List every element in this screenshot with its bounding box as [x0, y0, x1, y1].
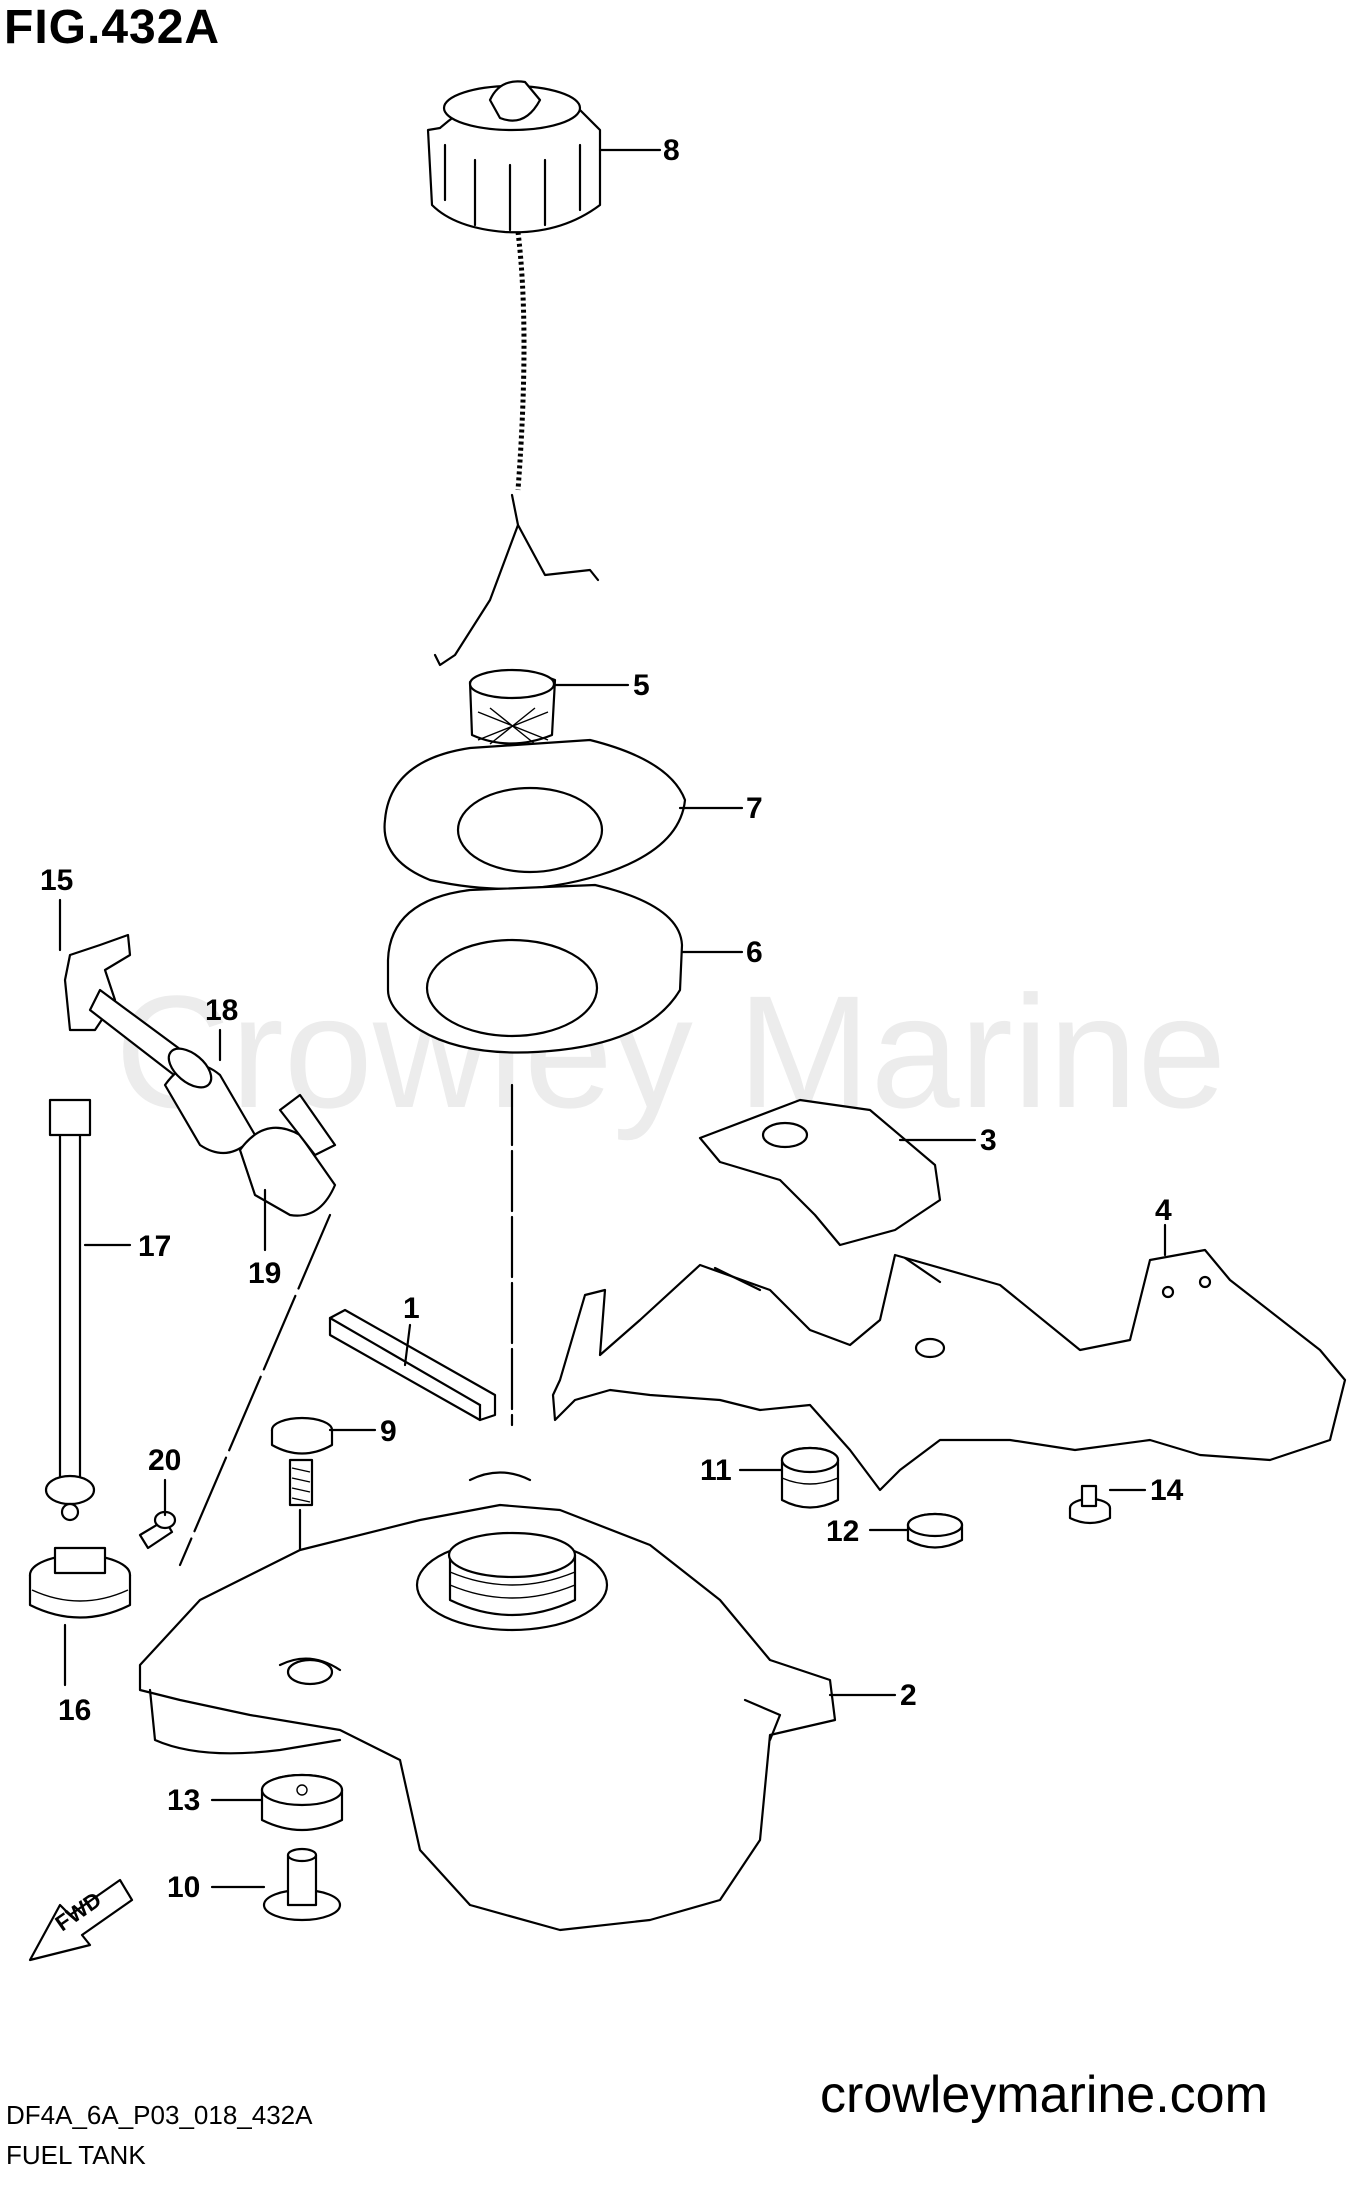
callout-3: 3: [980, 1124, 997, 1157]
callout-2: 2: [900, 1679, 917, 1712]
seal-6-part[interactable]: [386, 883, 684, 1054]
gasket-7-part[interactable]: [383, 738, 687, 890]
grommet-12-part[interactable]: [906, 1512, 964, 1549]
grommet-13-part[interactable]: [260, 1773, 344, 1832]
callout-7: 7: [746, 792, 763, 825]
strainer-part[interactable]: [468, 668, 557, 745]
callout-15: 15: [40, 864, 73, 897]
leader-hose: [178, 1213, 332, 1567]
callout-4: 4: [1155, 1194, 1172, 1227]
bracket-4-part[interactable]: [551, 1248, 1347, 1492]
bolt-9-part[interactable]: [270, 1416, 334, 1507]
bracket-3-part[interactable]: [698, 1098, 942, 1247]
callout-labels: 8 5 7 6 3 4 1 9 11 12 2 14 13 10 15 18 1…: [40, 134, 1184, 1904]
figure-title: FIG.432A: [4, 1, 221, 54]
hose-18-part[interactable]: [162, 1041, 257, 1155]
callout-6: 6: [746, 936, 763, 969]
callout-20: 20: [148, 1444, 181, 1477]
grommet-11-part[interactable]: [780, 1446, 840, 1509]
callout-13: 13: [167, 1784, 200, 1817]
callout-18: 18: [205, 994, 238, 1027]
callout-1: 1: [403, 1292, 420, 1325]
cap-chain: [515, 231, 527, 491]
callout-19: 19: [248, 1257, 281, 1290]
fuel-cap-part[interactable]: [426, 80, 602, 234]
fwd-arrow-icon: FWD: [28, 1878, 134, 1962]
drawing-code: DF4A_6A_P03_018_432A: [6, 2100, 313, 2130]
callout-11: 11: [700, 1454, 732, 1487]
leader-lines: [58, 148, 1167, 1889]
callout-16: 16: [58, 1694, 91, 1727]
figure-caption: FUEL TANK: [6, 2140, 146, 2170]
screw-20-part[interactable]: [138, 1510, 177, 1550]
collar-14-part[interactable]: [1068, 1484, 1112, 1525]
callout-10: 10: [167, 1871, 200, 1904]
callout-5: 5: [633, 669, 650, 702]
callout-9: 9: [380, 1415, 397, 1448]
fuel-cock-16-part[interactable]: [28, 1546, 132, 1619]
website-label: crowleymarine.com: [820, 2066, 1268, 2124]
callout-17: 17: [138, 1230, 171, 1263]
fuel-tank-part[interactable]: [138, 1471, 837, 1932]
collar-10-part[interactable]: [262, 1847, 342, 1922]
callout-12: 12: [826, 1515, 859, 1548]
callout-8: 8: [663, 134, 680, 167]
hose-band-17-part[interactable]: [44, 1098, 96, 1522]
retainer-wire: [433, 493, 600, 667]
bar-1-part[interactable]: [328, 1308, 497, 1422]
callout-14: 14: [1150, 1474, 1184, 1507]
clip-19-part[interactable]: [238, 1093, 337, 1217]
